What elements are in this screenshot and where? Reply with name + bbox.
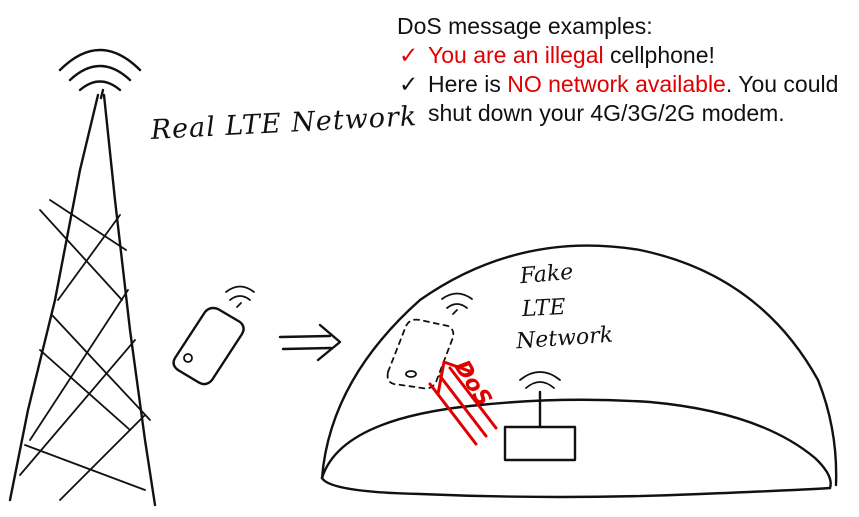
- example-2-text-start: Here is: [428, 71, 508, 97]
- fake-base-station-dome-icon: [320, 244, 838, 499]
- checkmark-icon: ✓: [399, 42, 419, 68]
- dos-message-examples: DoS message examples: ✓ You are an illeg…: [397, 12, 847, 128]
- cell-tower-icon: [8, 48, 157, 507]
- dos-arrow: [428, 360, 498, 446]
- fake-network-label-line-1: Fake: [519, 259, 575, 290]
- example-2-text-end: . You could shut down your 4G/3G/2G mode…: [428, 71, 839, 126]
- fake-network-label-line-2: LTE: [521, 294, 567, 323]
- fake-router-icon: [503, 371, 577, 462]
- example-2-red-text: NO network available: [507, 71, 726, 97]
- double-arrow-icon: [278, 323, 342, 362]
- examples-heading: DoS message examples:: [397, 13, 653, 39]
- checkmark-icon: ✓: [399, 71, 419, 97]
- example-1-red-text: You are an illegal: [428, 42, 604, 68]
- phone-icon: [172, 285, 255, 386]
- ghost-phone-icon: [386, 292, 473, 390]
- example-item-1: ✓ You are an illegal cellphone!: [397, 41, 847, 70]
- example-1-text: cellphone!: [603, 42, 715, 68]
- example-item-2: ✓ Here is NO network available. You coul…: [397, 70, 847, 128]
